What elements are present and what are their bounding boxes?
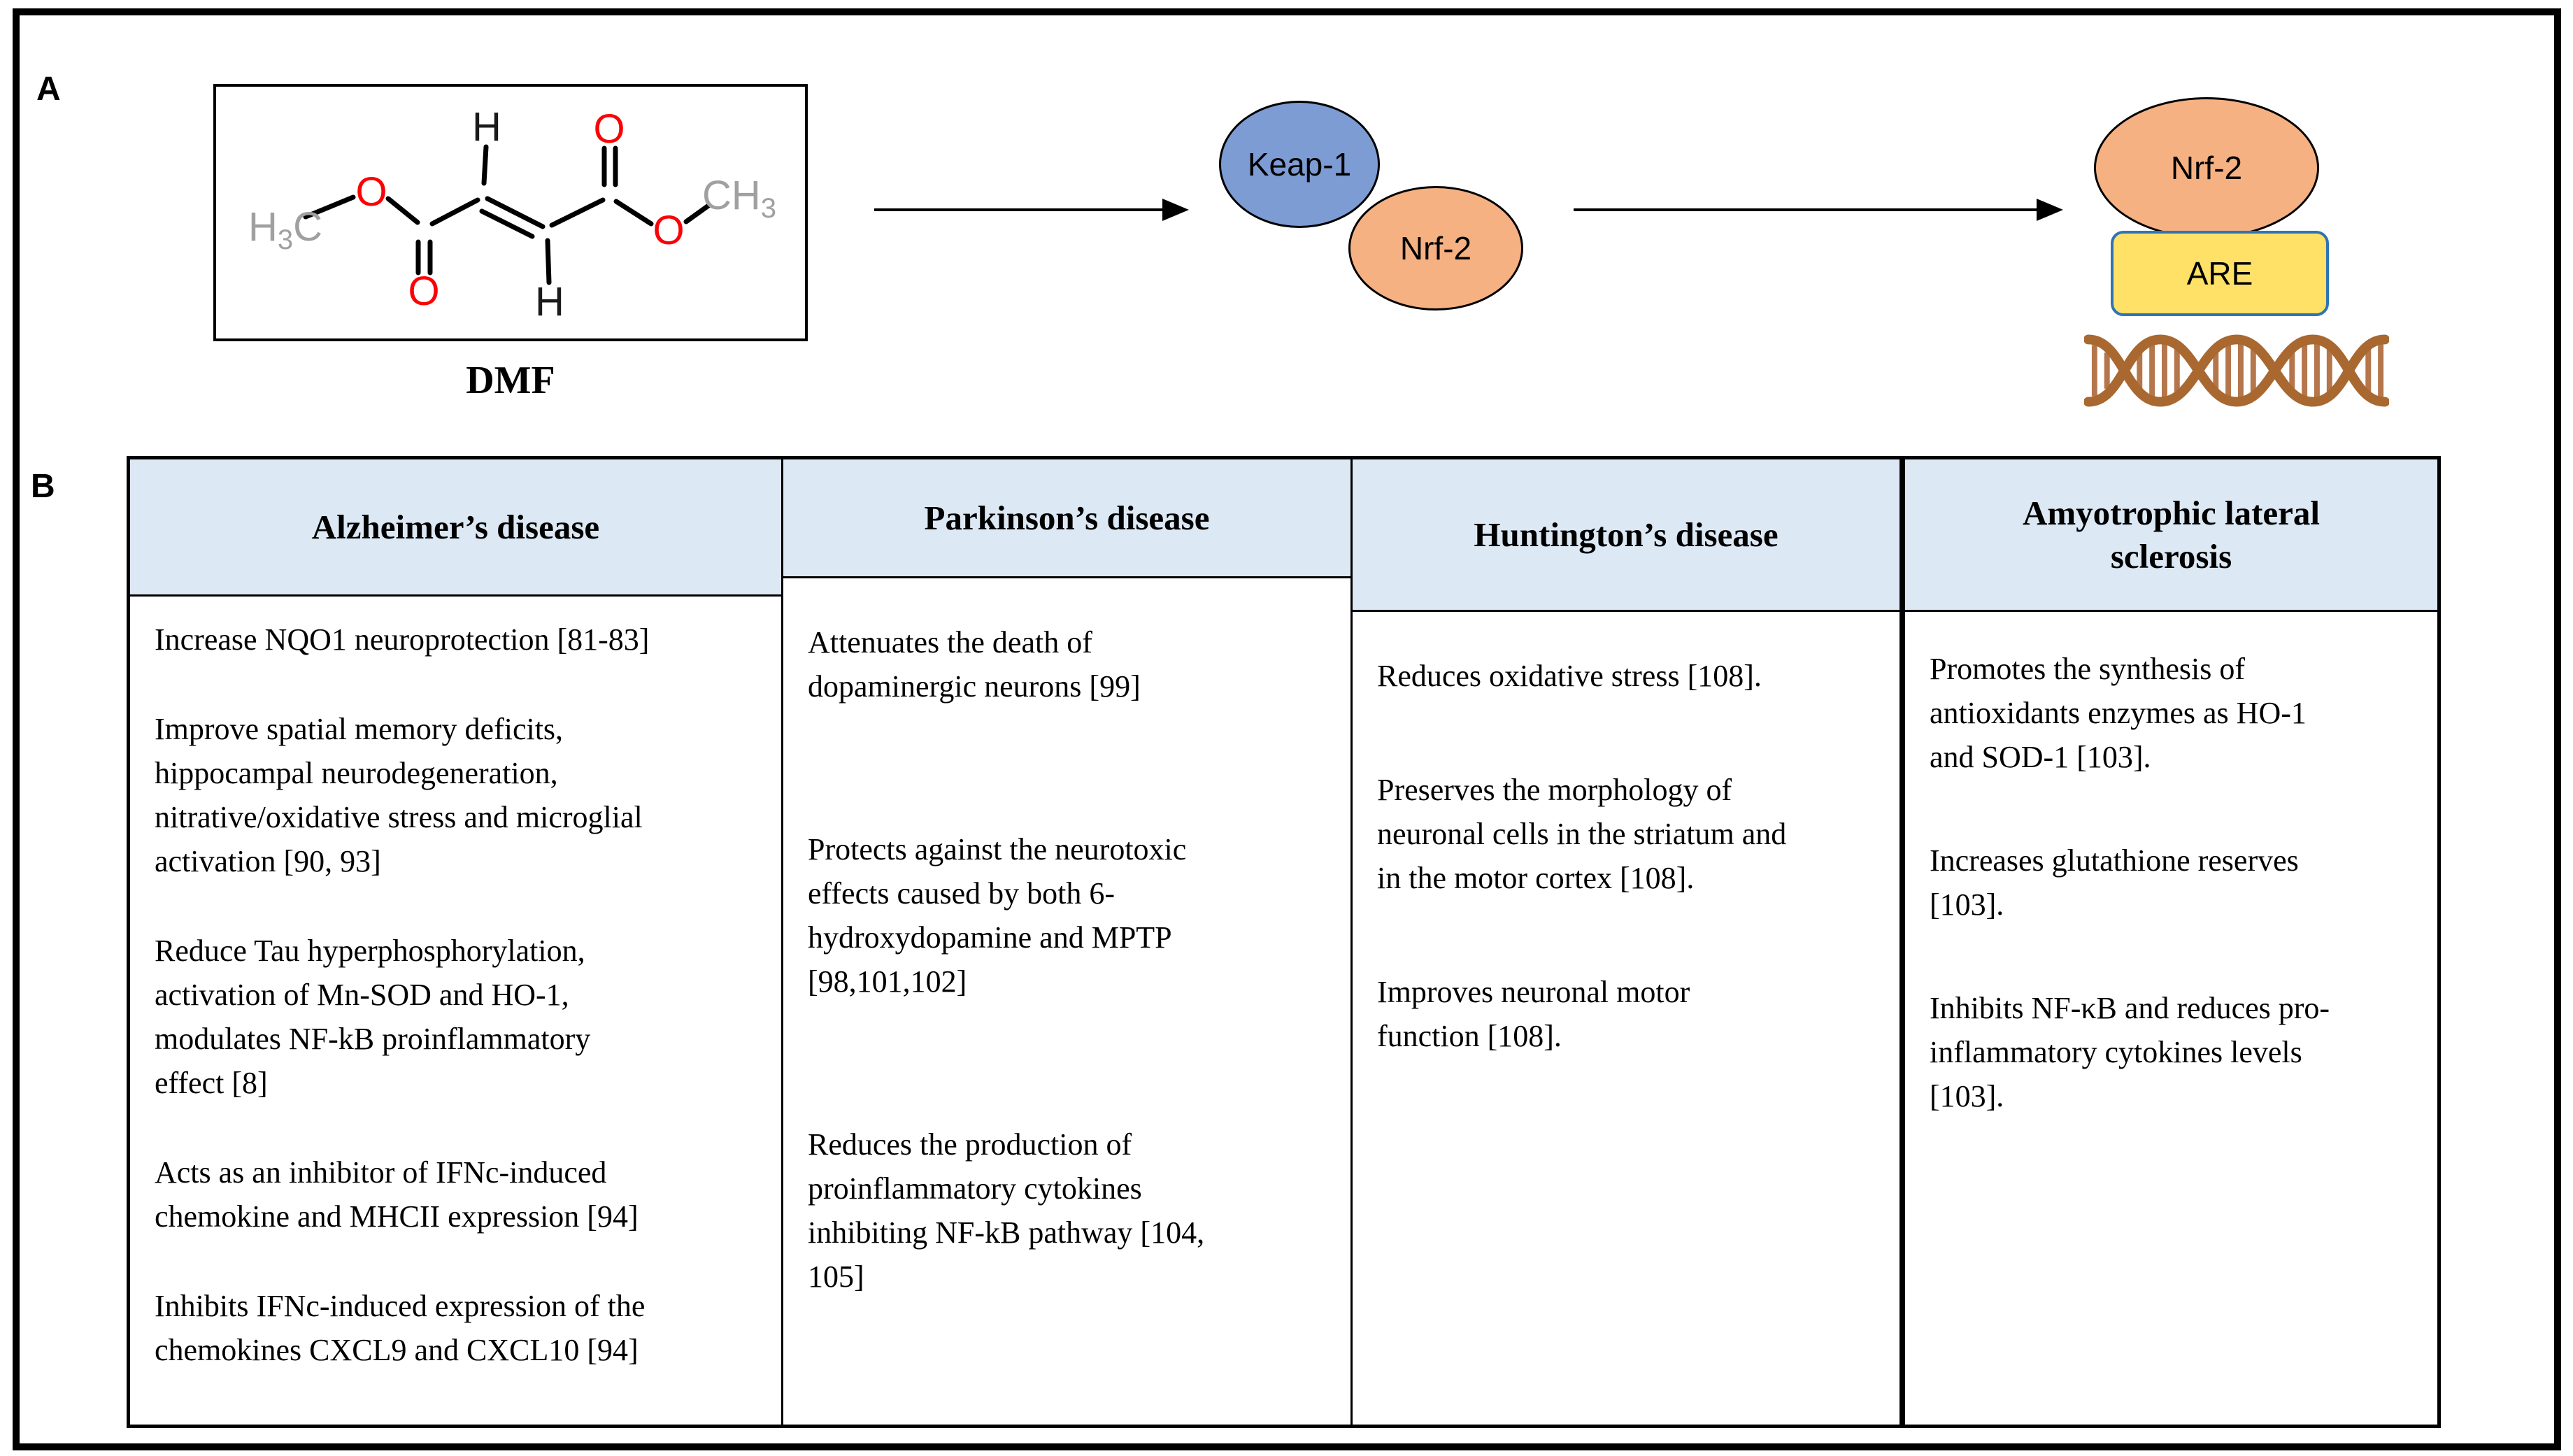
table-paragraph: Preserves the morphology of neuronal cel…: [1377, 773, 1787, 895]
table-paragraph: Reduce Tau hyperphosphorylation, activat…: [155, 934, 591, 1100]
disease-column: Amyotrophic lateral sclerosis Promotes t…: [1905, 459, 2437, 1425]
disease-cell: Increase NQO1 neuroprotection [81-83] Imp…: [130, 597, 781, 1425]
atom-label-oxygen: O: [593, 106, 625, 152]
nrf2-free-node: Nrf-2: [2094, 97, 2319, 238]
table-paragraph: Inhibits NF-κB and reduces pro- inflamma…: [1930, 991, 2330, 1113]
disease-column: Parkinson’s disease Attenuates the death…: [783, 459, 1353, 1425]
atom-label-oxygen: O: [408, 269, 439, 314]
disease-header: Parkinson’s disease: [783, 459, 1350, 578]
disease-header-label: Amyotrophic lateral sclerosis: [2022, 493, 2321, 576]
disease-header: Amyotrophic lateral sclerosis: [1905, 459, 2437, 612]
disease-header: Huntington’s disease: [1353, 459, 1900, 612]
table-paragraph: Inhibits IFNc-induced expression of the …: [155, 1289, 646, 1367]
dna-helix-icon: [2084, 334, 2389, 407]
atom-label-oxygen: O: [355, 169, 387, 215]
nrf2-bound-node: Nrf-2: [1348, 186, 1523, 311]
disease-cell: Attenuates the death of dopaminergic neu…: [783, 578, 1350, 1425]
table-paragraph: Promotes the synthesis of antioxidants e…: [1930, 652, 2307, 774]
table-paragraph: Attenuates the death of dopaminergic neu…: [808, 625, 1141, 704]
atom-label-hydrogen: H: [535, 279, 564, 324]
disease-header: Alzheimer’s disease: [130, 459, 781, 597]
atom-label-hydrogen: H: [472, 104, 501, 150]
table-paragraph: Increase NQO1 neuroprotection [81-83]: [155, 622, 650, 657]
dmf-structure-box: H3C O O H H O O CH3: [213, 84, 808, 341]
dmf-molecule-icon: H3C O O H H O O CH3: [248, 104, 776, 324]
atom-label-methyl-left: H3C: [248, 204, 322, 255]
panel-b-label: B: [31, 468, 55, 505]
table-paragraph: Reduces oxidative stress [108].: [1377, 659, 1762, 693]
table-paragraph: Improve spatial memory deficits, hippoca…: [155, 712, 643, 878]
disease-column: Alzheimer’s disease Increase NQO1 neurop…: [130, 459, 783, 1425]
disease-header-label: Huntington’s disease: [1474, 515, 1779, 554]
table-paragraph: Protects against the neurotoxic effects …: [808, 832, 1187, 999]
disease-column: Huntington’s disease Reduces oxidative s…: [1353, 459, 1905, 1425]
table-paragraph: Improves neuronal motor function [108].: [1377, 975, 1690, 1053]
table-paragraph: Increases glutathione reserves [103].: [1930, 843, 2299, 922]
are-node: ARE: [2111, 231, 2329, 316]
keap1-node: Keap-1: [1219, 101, 1380, 228]
disease-header-label: Alzheimer’s disease: [311, 507, 600, 546]
table-paragraph: Reduces the production of proinflammator…: [808, 1127, 1205, 1294]
disease-header-label: Parkinson’s disease: [924, 498, 1210, 537]
panel-a-label: A: [36, 71, 61, 108]
dmf-caption: DMF: [466, 359, 555, 402]
atom-label-methyl-right: CH3: [702, 173, 776, 224]
disease-cell: Reduces oxidative stress [108]. Preserves…: [1353, 612, 1900, 1425]
atom-label-oxygen: O: [653, 208, 684, 253]
disease-effects-table: Alzheimer’s disease Increase NQO1 neurop…: [127, 456, 2441, 1428]
figure-outer-frame: [13, 8, 2561, 1450]
disease-cell: Promotes the synthesis of antioxidants e…: [1905, 612, 2437, 1425]
table-paragraph: Acts as an inhibitor of IFNc-induced che…: [155, 1155, 639, 1234]
